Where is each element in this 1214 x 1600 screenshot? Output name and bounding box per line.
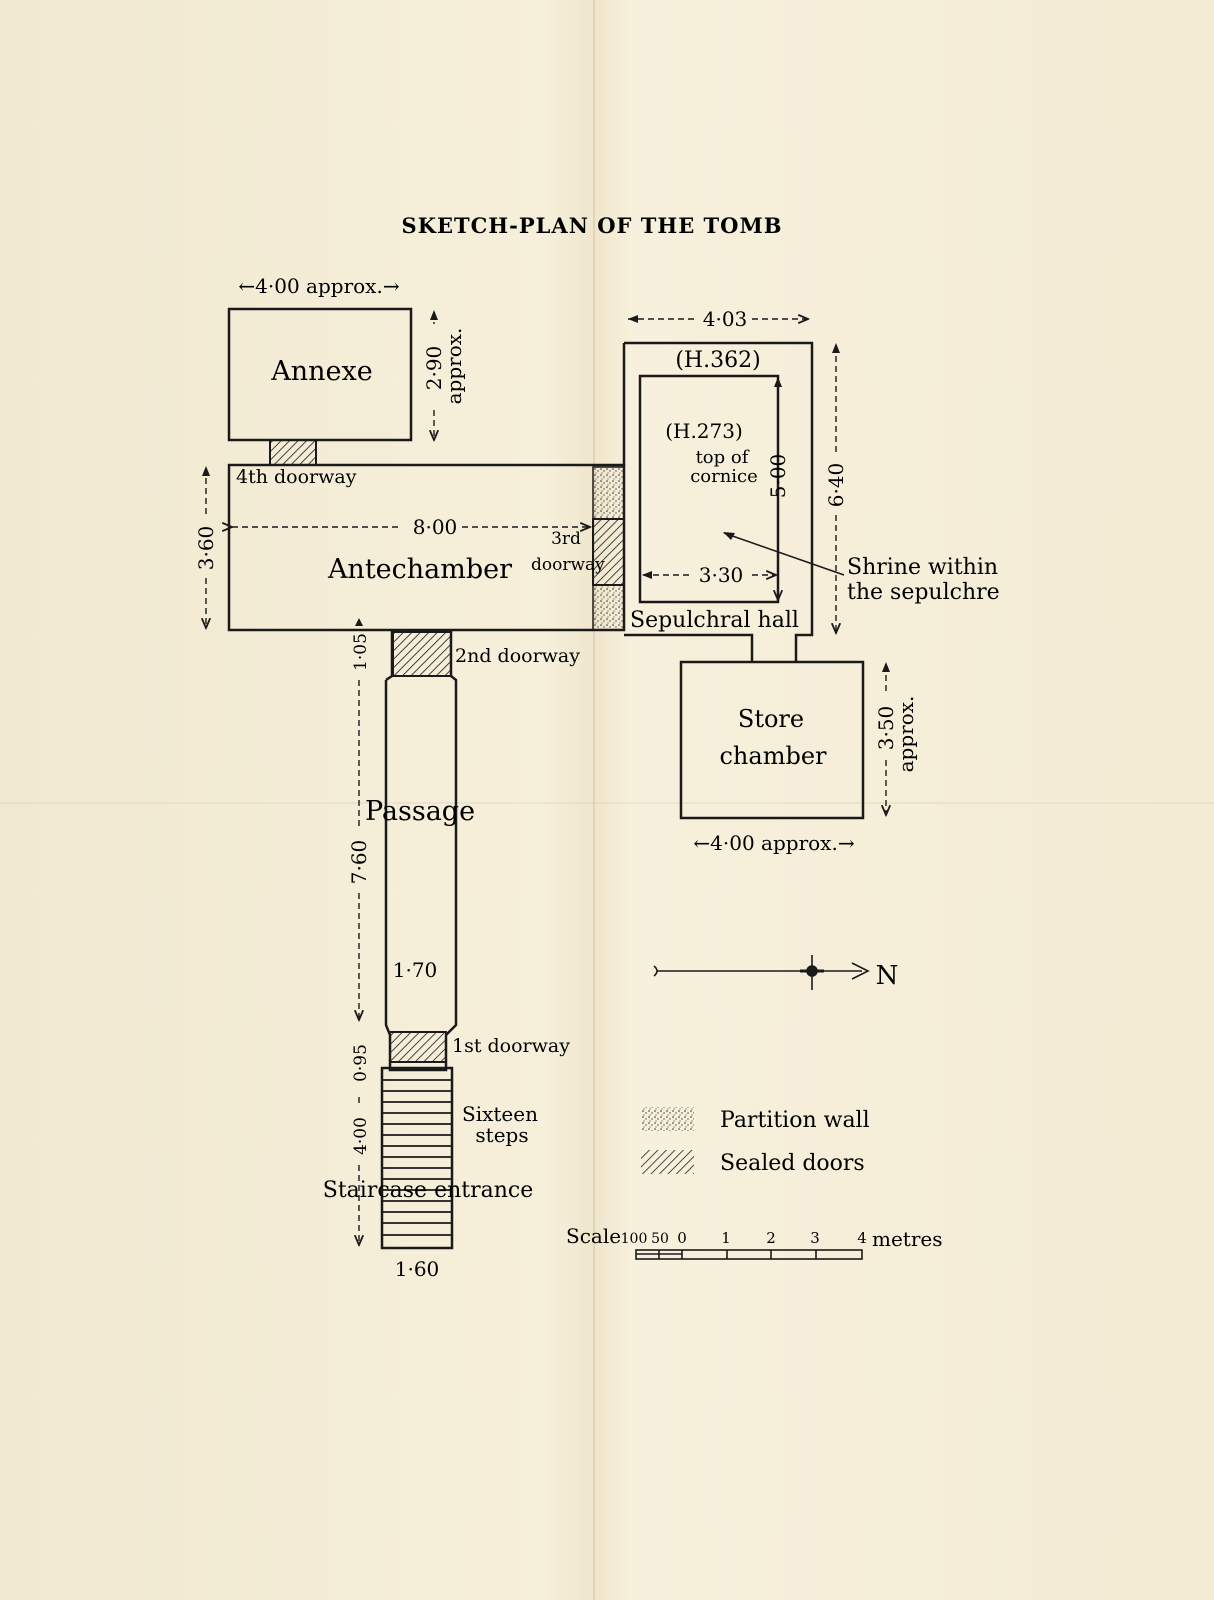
scale-ticks: 100 50 0 1 2 3 4 (621, 1229, 867, 1247)
passage-105-dim: 1·05 (351, 633, 371, 671)
third-doorway-label-a: 3rd (551, 529, 581, 549)
legend-partition-swatch (641, 1107, 694, 1131)
stair-steps (382, 1079, 452, 1236)
vertical-fold-crease (593, 0, 595, 1600)
shrine-label-line2: the sepulchre (847, 580, 1000, 605)
stair-400-dim: 4·00 (351, 1117, 371, 1155)
third-doorway-sealed (592, 518, 625, 586)
sixteen-label: Sixteen (462, 1102, 538, 1126)
shrine-pointer-arrowhead (723, 532, 735, 540)
partition-wall-upper (592, 466, 625, 520)
steps-label: steps (475, 1123, 528, 1147)
store-chamber-room (679, 660, 865, 820)
h362-label: (H.362) (675, 348, 760, 373)
scale-unit: metres (872, 1227, 943, 1251)
north-arrow (653, 955, 870, 990)
svg-text:100: 100 (621, 1231, 648, 1247)
passage-095-dim: 0·95 (351, 1044, 371, 1082)
shrine-height-dim: 5·00 (766, 454, 790, 499)
stair-width-dim: 1·60 (395, 1257, 440, 1281)
svg-text:2: 2 (766, 1229, 776, 1247)
third-doorway-label-b: doorway (531, 555, 605, 575)
store-height-dim: 3·50 (874, 706, 898, 751)
legend-sealed-swatch (641, 1150, 694, 1174)
second-doorway-label: 2nd doorway (455, 645, 580, 667)
store-width-dim: ←4·00 approx.→ (693, 831, 854, 855)
plan-title: SKETCH-PLAN OF THE TOMB (402, 213, 783, 238)
horizontal-fold-crease (0, 802, 1214, 804)
scale-bar (635, 1249, 863, 1260)
second-doorway-sealed (392, 631, 452, 677)
sepulchral-hall-label: Sepulchral hall (630, 608, 799, 633)
legend-partition-label: Partition wall (720, 1108, 870, 1133)
fourth-doorway-label: 4th doorway (236, 466, 357, 488)
burial-width-dim: 4·03 (703, 307, 748, 331)
passage-760-dim: 7·60 (347, 840, 371, 885)
svg-text:50: 50 (651, 1231, 669, 1247)
svg-text:4: 4 (857, 1229, 867, 1247)
annexe-room (227, 307, 413, 442)
shrine-pointer-line (723, 532, 845, 576)
shrine-outline (638, 374, 780, 604)
top-of-label: top of (696, 447, 750, 468)
svg-text:0: 0 (677, 1229, 687, 1247)
legend-sealed-label: Sealed doors (720, 1151, 865, 1176)
cornice-label: cornice (690, 466, 758, 487)
first-doorway-sealed (389, 1031, 447, 1063)
shrine-label-line1: Shrine within (847, 555, 998, 580)
svg-text:1: 1 (721, 1229, 731, 1247)
scale-label: Scale (566, 1224, 621, 1248)
staircase (380, 1066, 454, 1250)
annexe-height-dim: 2·90 (422, 346, 446, 391)
annexe-height-approx: approx. (442, 328, 466, 405)
passage-label: Passage (365, 796, 475, 827)
shrine-width-dim: 3·30 (699, 563, 744, 587)
burial-height-dim: 6·40 (824, 463, 848, 508)
fourth-doorway-sealed (269, 439, 317, 466)
store-label-line1: Store (738, 705, 804, 733)
passage-width-dim: 1·70 (393, 958, 438, 982)
antechamber-label: Antechamber (327, 554, 512, 585)
store-height-approx: approx. (894, 696, 918, 773)
north-label: N (876, 961, 899, 991)
passage-walls (384, 630, 458, 1072)
partition-wall-lower (592, 584, 625, 631)
h273-label: (H.273) (665, 419, 743, 443)
staircase-entrance-label: Staircase entrance (323, 1178, 534, 1203)
antechamber-width-dim: 8·00 (413, 515, 458, 539)
store-label-line2: chamber (719, 742, 827, 770)
burial-chamber-walls (624, 341, 814, 662)
annexe-label: Annexe (270, 356, 372, 387)
svg-text:3: 3 (810, 1229, 820, 1247)
first-doorway-label: 1st doorway (452, 1035, 570, 1057)
annexe-width-dim: ←4·00 approx.→ (238, 274, 399, 298)
antechamber-height-dim: 3·60 (194, 526, 218, 571)
